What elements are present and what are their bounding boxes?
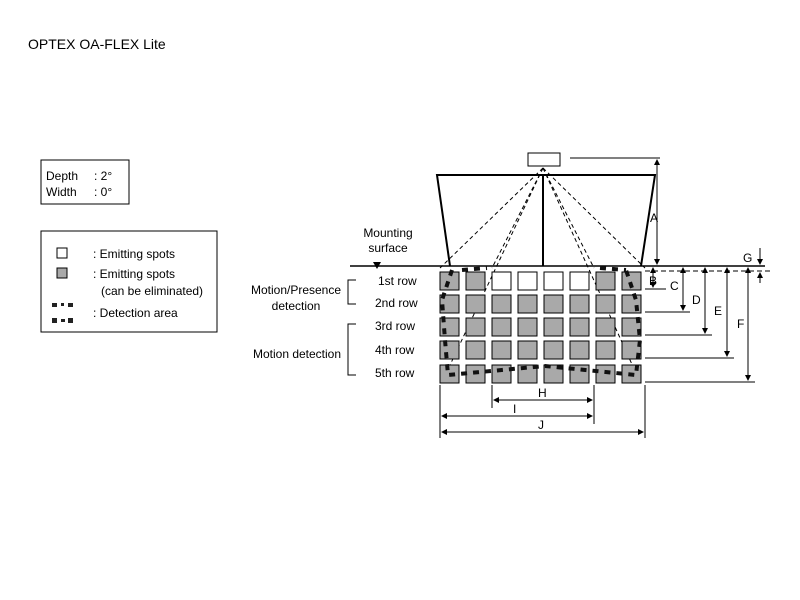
group-motion-presence-2: detection <box>272 299 321 313</box>
emitting-spot-eliminable <box>491 317 512 337</box>
emitting-spot-eliminable <box>595 317 616 337</box>
group-motion-presence-1: Motion/Presence <box>251 283 341 297</box>
legend-box <box>40 230 218 333</box>
emitting-spot-eliminable <box>543 294 564 314</box>
emitting-spot-eliminable <box>595 271 616 291</box>
dim-i: I <box>513 402 516 416</box>
emitting-spot <box>543 271 564 291</box>
legend-gray: : Emitting spots <box>93 267 175 281</box>
page-title: OPTEX OA-FLEX Lite <box>28 36 166 52</box>
detection-area-icon <box>52 303 73 323</box>
emitting-spot-eliminable <box>439 294 460 314</box>
emitting-spot-eliminable <box>517 340 538 360</box>
emitting-spot-eliminable <box>569 294 590 314</box>
emitting-spot <box>517 271 538 291</box>
mounting-arrow-icon <box>373 262 381 269</box>
mounting-label-1: Mounting <box>363 226 412 240</box>
emitting-spot-eliminable <box>595 294 616 314</box>
detection-area <box>439 266 643 378</box>
emitting-spot-eliminable <box>621 340 642 360</box>
emitting-spot-eliminable <box>465 317 486 337</box>
dim-e: E <box>714 304 722 318</box>
emitting-spot-eliminable <box>491 294 512 314</box>
emitting-spot-eliminable <box>465 340 486 360</box>
emitting-spot-eliminable <box>569 340 590 360</box>
row-label-1: 1st row <box>378 274 417 288</box>
dim-b: B <box>649 274 657 288</box>
door-frame <box>435 174 657 267</box>
mounting-label-2: surface <box>368 241 408 255</box>
emitting-spot-eliminable <box>543 364 564 384</box>
emitting-spot-eliminable <box>517 317 538 337</box>
emitting-spot-eliminable <box>595 340 616 360</box>
emitting-spot-eliminable <box>491 340 512 360</box>
group-brackets <box>347 279 356 376</box>
emitting-spot-eliminable <box>439 340 460 360</box>
emitting-spot-eliminable <box>491 364 512 384</box>
emitting-spot-eliminable <box>465 271 486 291</box>
dimension-lines <box>439 157 770 438</box>
legend-detection: : Detection area <box>93 306 178 320</box>
dim-f: F <box>737 317 744 331</box>
row-label-5: 5th row <box>375 366 415 380</box>
width-label: Width <box>46 185 77 199</box>
emitting-spot <box>491 271 512 291</box>
legend-gray-note: (can be eliminated) <box>101 284 203 298</box>
depth-value: : 2° <box>94 169 112 183</box>
row-label-3: 3rd row <box>375 319 415 333</box>
emitting-spot-eliminable <box>465 294 486 314</box>
dim-d: D <box>692 293 701 307</box>
dim-h: H <box>538 386 547 400</box>
emitting-spot <box>569 271 590 291</box>
dim-c: C <box>670 279 679 293</box>
width-value: : 0° <box>94 185 112 199</box>
depth-label: Depth <box>46 169 78 183</box>
dim-g: G <box>743 251 752 265</box>
emitting-spot-eliminable <box>517 294 538 314</box>
dim-a: A <box>650 211 658 225</box>
row-label-4: 4th row <box>375 343 415 357</box>
emitting-spot-eliminable <box>543 317 564 337</box>
angle-box <box>40 159 130 205</box>
emitting-spot-eliminable <box>543 340 564 360</box>
emitting-spot-eliminable <box>595 364 616 384</box>
spot-grid <box>439 271 642 384</box>
white-spot-icon <box>56 247 68 259</box>
group-motion: Motion detection <box>253 347 341 361</box>
gray-spot-icon <box>56 267 68 279</box>
row-label-2: 2nd row <box>375 296 418 310</box>
sensor <box>527 152 561 167</box>
legend-white: : Emitting spots <box>93 247 175 261</box>
dim-j: J <box>538 418 544 432</box>
emitting-spot-eliminable <box>569 317 590 337</box>
